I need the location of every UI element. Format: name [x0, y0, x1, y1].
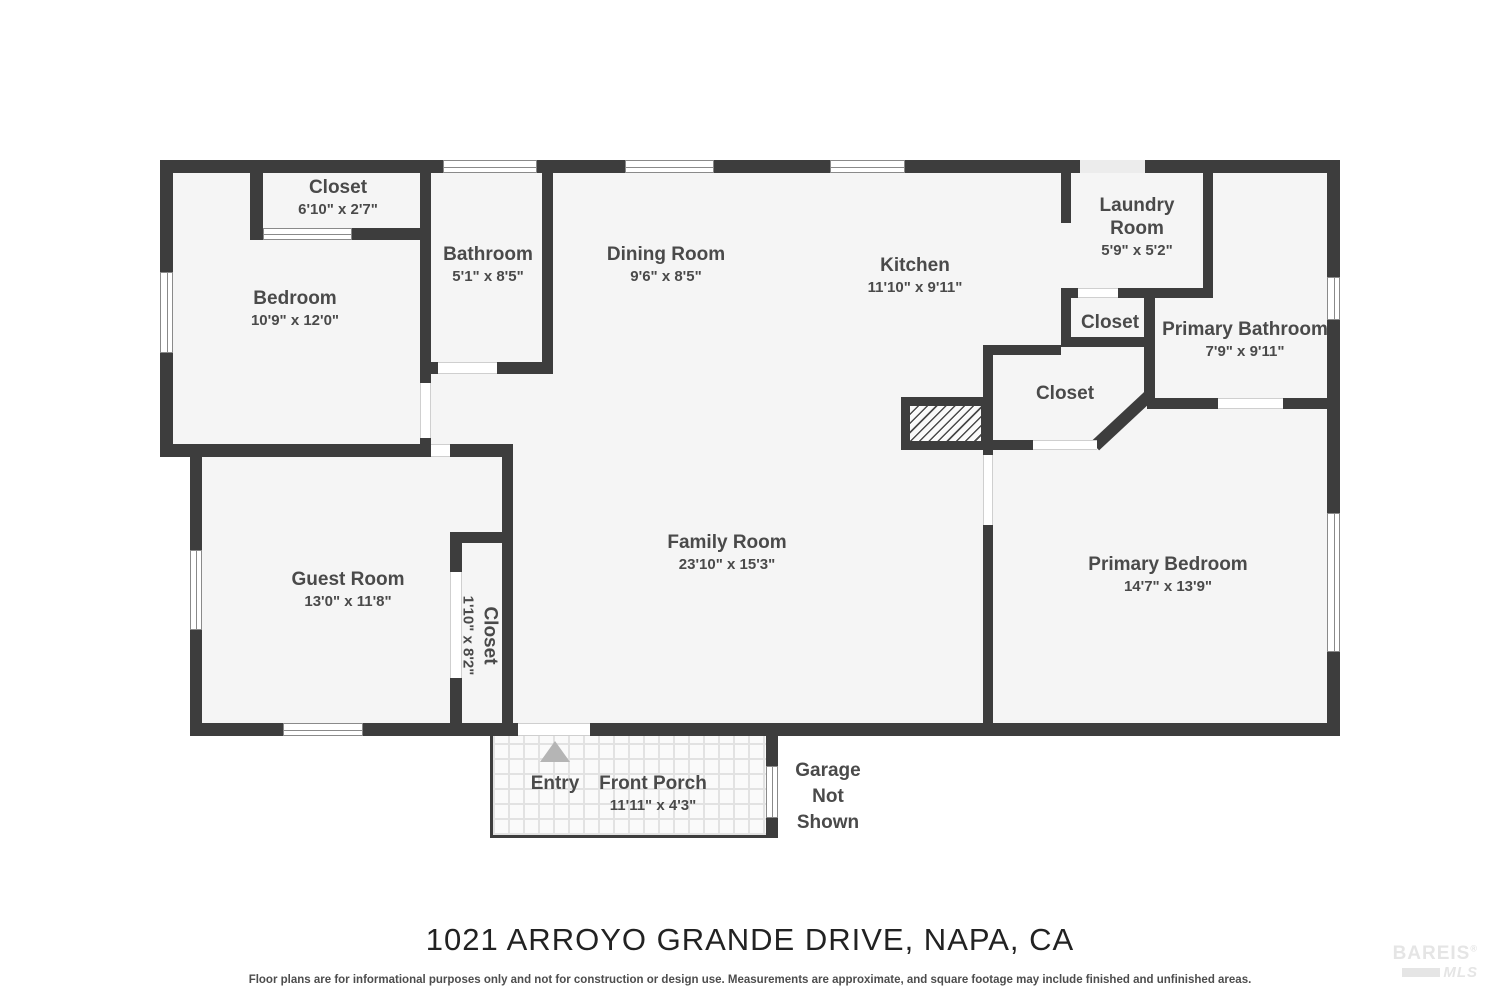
wall-closet-top-left [250, 160, 263, 240]
window-top-bathroom [443, 160, 537, 173]
wall-bedroom-bottom [160, 444, 431, 457]
door-closet-top-slider [263, 228, 352, 240]
window-bedroom-left [160, 272, 173, 353]
wall-hall-closet-left [1061, 288, 1071, 347]
room-label-garage-note: Garage Not Shown [795, 760, 861, 833]
room-label-kitchen: Kitchen 11'10" x 9'11" [867, 255, 963, 296]
window-primary-bedroom-right [1327, 513, 1340, 652]
wall-outer-bottom [190, 723, 1340, 736]
door-guest-room [431, 444, 450, 457]
room-label-bathroom: Bathroom 5'1" x 8'5" [443, 244, 533, 285]
wall-bedroom-bathroom [420, 160, 431, 383]
bareis-mls-logo: BAREIS® MLS [1393, 944, 1478, 980]
window-top-kitchen [830, 160, 905, 173]
room-label-closet-top: Closet 6'10" x 2'7" [298, 177, 378, 218]
door-laundry [1078, 288, 1118, 298]
room-label-entry: Entry [530, 773, 580, 794]
wall-walkin-closet-bottom [993, 440, 1033, 450]
room-label-laundry-room: Laundry Room 5'9" x 5'2" [1099, 195, 1175, 259]
door-entry [518, 723, 590, 736]
room-label-guest-closet: Closet 1'10" x 8'2" [459, 595, 501, 676]
door-walkin-closet [1033, 440, 1097, 450]
logo-registered-mark: ® [1470, 943, 1478, 954]
wall-laundry-right [1203, 160, 1213, 298]
logo-bareis-text: BAREIS [1392, 943, 1471, 964]
room-label-family-room: Family Room 23'10" x 15'3" [667, 532, 787, 573]
room-label-hall-closet: Closet [1080, 312, 1140, 333]
wall-outer-top [160, 160, 1340, 173]
wall-laundry-bottom-left [1061, 288, 1078, 298]
wall-guest-closet-left-lower [450, 678, 462, 723]
room-label-dining-room: Dining Room 9'6" x 8'5" [606, 244, 726, 285]
door-bedroom [420, 383, 431, 438]
window-guest-bottom [283, 723, 363, 736]
front-porch-area [490, 736, 778, 838]
wall-walkin-closet-top [983, 345, 1061, 355]
wall-guestroom-top-stub [450, 444, 503, 457]
wall-bathroom-bottom-left [431, 362, 438, 374]
floor-area-lower [190, 457, 1340, 736]
window-top-dining [625, 160, 714, 173]
door-primary-bedroom [983, 455, 993, 525]
disclaimer-text: Floor plans are for informational purpos… [248, 974, 1252, 986]
wall-hall-closet-bottom [1061, 337, 1155, 347]
wall-family-primary-lower [983, 525, 993, 723]
wall-guest-closet-top [450, 532, 502, 543]
window-primary-bath-right [1327, 277, 1340, 320]
door-guest-closet [450, 572, 462, 678]
wall-closet-top-bottom [352, 228, 420, 240]
wall-bedroom-bathroom-stub [420, 438, 431, 457]
wall-laundry-left-stub [1061, 160, 1071, 223]
room-label-walkin-closet: Closet [1035, 383, 1095, 404]
window-guest-left [190, 550, 202, 630]
room-label-bedroom: Bedroom 10'9" x 12'0" [250, 288, 340, 329]
entry-arrow-icon [540, 741, 570, 762]
window-porch-right [766, 766, 778, 818]
wall-guest-closet-right [502, 444, 513, 723]
opening-laundry-top [1080, 160, 1145, 173]
room-label-guest-room: Guest Room 13'0" x 11'8" [291, 569, 405, 610]
wall-laundry-bottom-right [1118, 288, 1213, 298]
wall-primary-bath-bottom-left [1147, 398, 1218, 409]
logo-bar [1402, 968, 1441, 977]
wall-porch-right-lower [766, 818, 778, 838]
logo-mls-text: MLS [1443, 964, 1478, 981]
wall-porch-right-upper [766, 736, 778, 766]
address-title: 1021 ARROYO GRANDE DRIVE, NAPA, CA [425, 922, 1075, 957]
room-label-primary-bedroom: Primary Bedroom 14'7" x 13'9" [1088, 554, 1248, 595]
room-label-primary-bathroom: Primary Bathroom 7'9" x 9'11" [1162, 319, 1328, 360]
kitchen-fixture-hatch [901, 397, 990, 450]
door-primary-bathroom [1218, 398, 1283, 409]
door-bathroom [438, 362, 497, 374]
wall-bathroom-right [542, 160, 553, 374]
wall-primary-bath-bottom-right [1283, 398, 1340, 409]
wall-bathroom-bottom-right [497, 362, 553, 374]
room-label-front-porch: Front Porch 11'11" x 4'3" [599, 773, 707, 814]
